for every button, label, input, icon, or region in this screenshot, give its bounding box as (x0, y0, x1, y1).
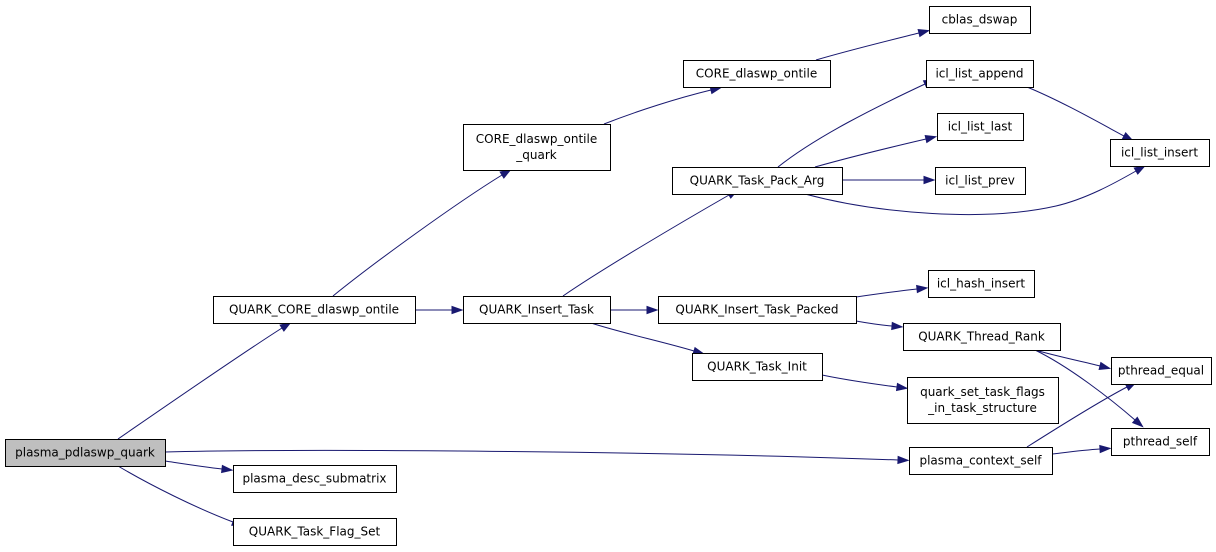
call-edge (117, 327, 283, 440)
call-edge (1051, 448, 1101, 455)
function-node-label: plasma_pdlaswp_quark (15, 446, 155, 460)
function-node-cblas-dswap[interactable]: cblas_dswap (929, 6, 1031, 34)
function-node-quark-task-init[interactable]: QUARK_Task_Init (692, 353, 823, 381)
call-edge (603, 89, 712, 125)
function-node-quark-core-dlaswp-ontile[interactable]: QUARK_CORE_dlaswp_ontile (213, 296, 416, 324)
function-node-pthread-equal[interactable]: pthread_equal (1111, 357, 1212, 385)
arrowhead-icon (221, 464, 234, 474)
function-node-label: _in_task_structure (927, 401, 1037, 415)
function-node-label: QUARK_Thread_Rank (918, 330, 1045, 344)
function-node-quark-task-pack-arg[interactable]: QUARK_Task_Pack_Arg (672, 167, 843, 195)
call-edge (777, 83, 926, 168)
call-edge (164, 460, 223, 470)
function-node-plasma-pdlaswp-quark[interactable]: plasma_pdlaswp_quark (5, 439, 166, 467)
call-edge (164, 449, 899, 461)
function-node-icl-list-insert[interactable]: icl_list_insert (1110, 139, 1210, 167)
call-edge (815, 32, 920, 61)
function-node-quark-set-task-flags-in-task-structure[interactable]: quark_set_task_flags _in_task_structure (907, 377, 1059, 424)
arrowhead-icon (923, 175, 936, 185)
call-edge (821, 374, 898, 388)
function-node-label: icl_list_last (948, 120, 1013, 134)
function-node-label: pthread_self (1123, 435, 1198, 449)
function-node-label: QUARK_CORE_dlaswp_ontile (229, 303, 399, 317)
call-edge (1034, 349, 1136, 421)
arrowhead-icon (1131, 416, 1144, 428)
function-node-label: CORE_dlaswp_ontile (476, 132, 597, 146)
call-edge (1034, 349, 1101, 367)
call-edge (855, 288, 918, 298)
arrowhead-icon (1133, 165, 1146, 175)
function-nodes: plasma_pdlaswp_quark QUARK_CORE_dlaswp_on… (5, 6, 1212, 546)
function-node-quark-insert-task-packed[interactable]: QUARK_Insert_Task_Packed (658, 296, 857, 324)
call-edge (804, 170, 1137, 216)
function-node-quark-insert-task[interactable]: QUARK_Insert_Task (463, 296, 611, 324)
call-edge (590, 322, 695, 352)
function-node-quark-thread-rank[interactable]: QUARK_Thread_Rank (903, 323, 1061, 351)
function-node-icl-list-last[interactable]: icl_list_last (937, 113, 1024, 141)
function-node-core-dlaswp-ontile[interactable]: CORE_dlaswp_ontile (683, 60, 831, 88)
function-node-plasma-context-self[interactable]: plasma_context_self (909, 447, 1053, 475)
function-node-label: icl_list_append (935, 67, 1023, 81)
arrowhead-icon (451, 305, 464, 315)
arrowhead-icon (895, 382, 909, 392)
function-node-label: _quark (515, 148, 557, 162)
function-node-label: quark_set_task_flags (920, 385, 1045, 399)
arrowhead-icon (1099, 444, 1112, 454)
function-node-quark-task-flag-set[interactable]: QUARK_Task_Flag_Set (233, 518, 397, 546)
function-node-core-dlaswp-ontile-quark[interactable]: CORE_dlaswp_ontile _quark (463, 124, 611, 171)
function-node-label: QUARK_Task_Pack_Arg (690, 174, 825, 188)
function-node-label: QUARK_Insert_Task_Packed (675, 303, 838, 317)
call-edge (1026, 86, 1125, 137)
call-edge (332, 174, 503, 297)
call-edge (814, 138, 927, 168)
function-node-pthread-self[interactable]: pthread_self (1111, 428, 1210, 456)
function-node-label: icl_hash_insert (937, 277, 1026, 291)
arrowhead-icon (917, 29, 931, 38)
function-node-label: QUARK_Insert_Task (479, 303, 594, 317)
arrowhead-icon (891, 321, 904, 331)
call-edge (117, 465, 234, 523)
arrowhead-icon (646, 305, 659, 315)
function-node-icl-list-prev[interactable]: icl_list_prev (935, 167, 1026, 195)
function-node-label: plasma_desc_submatrix (242, 472, 386, 486)
function-node-plasma-desc-submatrix[interactable]: plasma_desc_submatrix (233, 465, 397, 493)
call-edge (1026, 386, 1128, 448)
function-node-label: pthread_equal (1118, 364, 1204, 378)
call-edge (855, 320, 893, 327)
function-node-label: cblas_dswap (942, 13, 1018, 27)
arrowhead-icon (924, 135, 938, 144)
function-node-icl-list-append[interactable]: icl_list_append (926, 60, 1034, 88)
function-node-label: QUARK_Task_Init (707, 360, 807, 374)
arrowhead-icon (897, 455, 910, 465)
function-node-label: icl_list_insert (1121, 146, 1198, 160)
call-edge (562, 194, 730, 297)
function-node-label: icl_list_prev (945, 174, 1015, 188)
arrowhead-icon (916, 284, 929, 294)
arrowhead-icon (1098, 361, 1112, 370)
call-edges (117, 29, 1146, 527)
function-node-label: plasma_context_self (919, 454, 1042, 468)
function-node-label: QUARK_Task_Flag_Set (249, 525, 381, 539)
function-node-label: CORE_dlaswp_ontile (696, 67, 817, 81)
function-node-icl-hash-insert[interactable]: icl_hash_insert (928, 270, 1035, 298)
